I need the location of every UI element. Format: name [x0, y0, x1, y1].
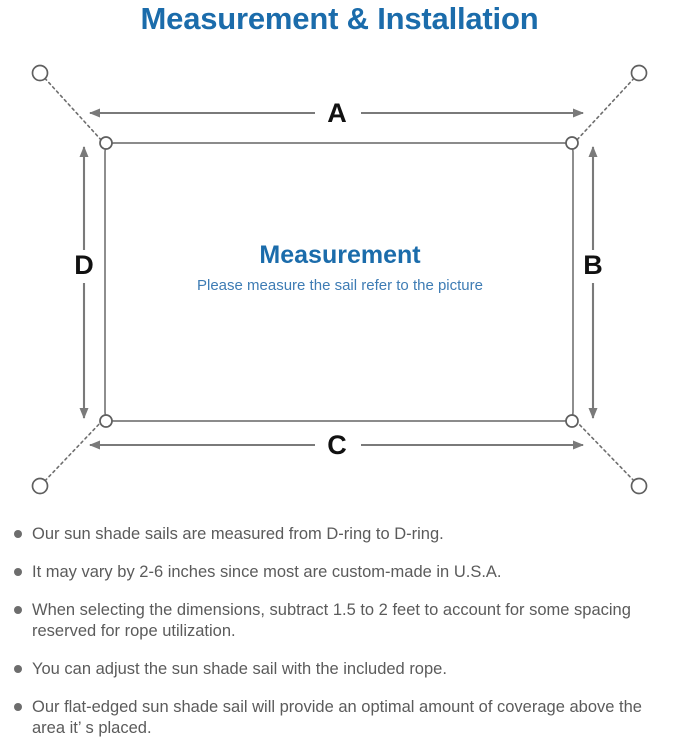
- note-item: When selecting the dimensions, subtract …: [4, 600, 669, 642]
- rope-lines: [40, 73, 639, 486]
- page-title: Measurement & Installation: [140, 1, 539, 36]
- d-ring-top-right: [565, 136, 579, 150]
- shade-sail-body: [104, 142, 574, 422]
- rope-bottom-right: [574, 419, 639, 486]
- anchor-points: [31, 64, 648, 495]
- dimension-label-a: A: [315, 98, 359, 128]
- bullet-icon: [14, 530, 22, 538]
- note-item: You can adjust the sun shade sail with t…: [4, 659, 669, 680]
- rope-bottom-left: [40, 419, 104, 486]
- note-item: Our flat-edged sun shade sail will provi…: [4, 697, 669, 739]
- bullet-icon: [14, 665, 22, 673]
- note-item: It may vary by 2-6 inches since most are…: [4, 562, 669, 583]
- bullet-icon: [14, 703, 22, 711]
- diagram-svg: [31, 64, 648, 495]
- dimension-label-c: C: [315, 430, 359, 460]
- rope-top-right: [574, 73, 639, 143]
- notes-list: Our sun shade sails are measured from D-…: [0, 524, 679, 739]
- measurement-diagram: A B C D Measurement Please measure the s…: [0, 45, 679, 515]
- dimension-arrows: [79, 108, 598, 450]
- anchor-point-top-right: [630, 64, 648, 82]
- diagram-center-subtext: Please measure the sail refer to the pic…: [197, 277, 483, 294]
- diagram-center-heading: Measurement: [259, 241, 421, 269]
- note-text: It may vary by 2-6 inches since most are…: [32, 563, 502, 581]
- anchor-point-top-left: [31, 64, 49, 82]
- d-ring-bottom-left: [99, 414, 113, 428]
- anchor-point-bottom-right: [630, 477, 648, 495]
- d-ring-bottom-right: [565, 414, 579, 428]
- bullet-icon: [14, 568, 22, 576]
- dimension-label-b: B: [575, 250, 611, 280]
- d-rings: [99, 136, 579, 428]
- anchor-point-bottom-left: [31, 477, 49, 495]
- rope-top-left: [40, 73, 104, 143]
- note-text: Our flat-edged sun shade sail will provi…: [32, 698, 642, 737]
- dimension-label-d: D: [66, 250, 102, 280]
- d-ring-top-left: [99, 136, 113, 150]
- bullet-icon: [14, 606, 22, 614]
- note-item: Our sun shade sails are measured from D-…: [4, 524, 669, 545]
- note-text: Our sun shade sails are measured from D-…: [32, 525, 444, 543]
- note-text: When selecting the dimensions, subtract …: [32, 601, 631, 640]
- note-text: You can adjust the sun shade sail with t…: [32, 660, 447, 678]
